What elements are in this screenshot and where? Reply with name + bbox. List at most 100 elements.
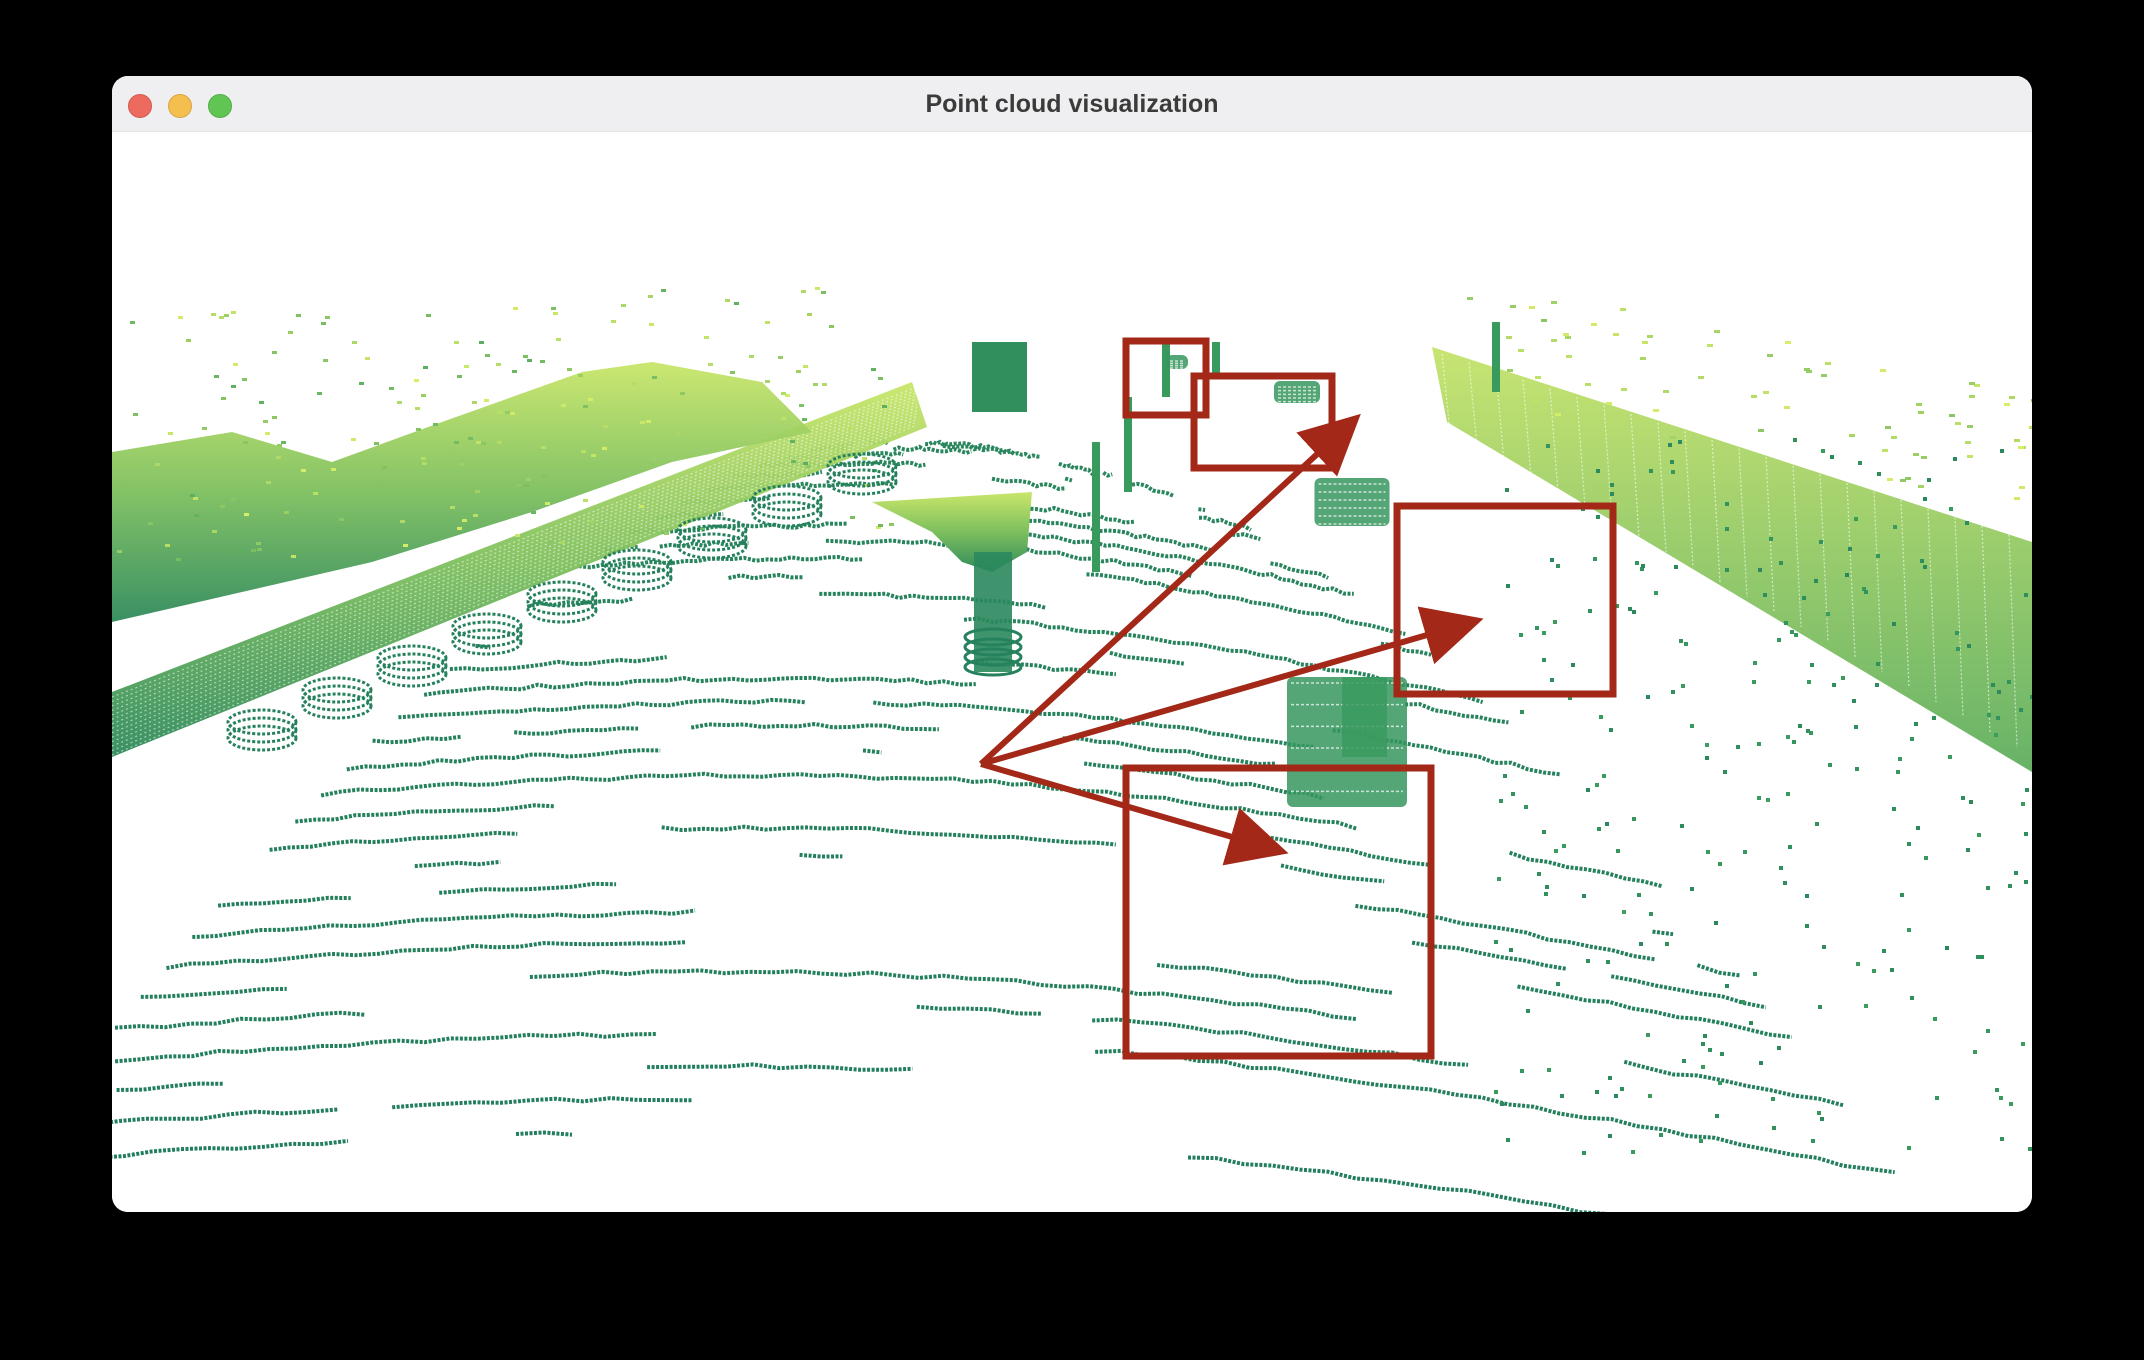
sparse-point bbox=[1725, 568, 1729, 572]
wall-scan-line bbox=[112, 424, 918, 756]
foliage-point bbox=[457, 375, 462, 378]
sparse-point bbox=[1794, 633, 1798, 637]
sparse-point bbox=[1817, 1111, 1821, 1115]
sparse-point bbox=[1542, 830, 1546, 834]
sparse-point bbox=[1766, 798, 1770, 802]
sparse-point bbox=[1832, 683, 1836, 687]
foliage-point bbox=[231, 385, 236, 388]
sparse-point bbox=[1494, 940, 1498, 944]
sparse-point bbox=[1845, 573, 1849, 577]
foliage-point bbox=[176, 558, 181, 561]
sparse-point bbox=[1779, 866, 1783, 870]
sparse-point bbox=[2007, 680, 2011, 684]
foliage-point bbox=[256, 542, 261, 545]
foliage-point bbox=[801, 290, 806, 293]
foliage-point bbox=[415, 407, 420, 410]
sparse-point bbox=[1798, 724, 1802, 728]
sparse-point bbox=[2024, 880, 2028, 884]
sparse-point bbox=[1701, 1065, 1705, 1069]
sparse-point bbox=[1690, 887, 1694, 891]
title-bar[interactable]: Point cloud visualization bbox=[112, 76, 2032, 132]
minimize-button[interactable] bbox=[168, 94, 192, 118]
sparse-point bbox=[1892, 807, 1896, 811]
foliage-point bbox=[481, 442, 486, 445]
foliage-point bbox=[148, 522, 153, 525]
parked-car-ring bbox=[226, 724, 298, 752]
wall-scan-line bbox=[112, 389, 918, 703]
foliage-point bbox=[878, 377, 883, 380]
sparse-point bbox=[1830, 455, 1834, 459]
highlight-box-near bbox=[1122, 764, 1435, 1060]
sparse-point bbox=[1777, 1046, 1781, 1050]
foliage-point bbox=[850, 516, 855, 519]
sparse-point bbox=[1743, 850, 1747, 854]
foliage-point bbox=[1955, 422, 1961, 425]
sparse-point bbox=[1646, 1033, 1650, 1037]
wall-scan-line bbox=[112, 386, 918, 698]
sparse-point bbox=[1671, 470, 1675, 474]
foliage-point bbox=[632, 382, 637, 385]
sparse-point bbox=[1690, 724, 1694, 728]
sparse-point bbox=[2000, 449, 2004, 453]
foliage-point bbox=[630, 544, 635, 547]
foliage-point bbox=[561, 404, 566, 407]
foliage-point bbox=[485, 354, 490, 357]
pole bbox=[1492, 322, 1500, 392]
foliage-point bbox=[1821, 374, 1827, 377]
parked-car-ring bbox=[676, 532, 748, 560]
sparse-point bbox=[1535, 626, 1539, 630]
sparse-point bbox=[1900, 893, 1904, 897]
sparse-point bbox=[1699, 1139, 1703, 1143]
foliage-point bbox=[648, 295, 653, 298]
foliage-point bbox=[351, 438, 356, 441]
foliage-point bbox=[1784, 406, 1790, 409]
foliage-point bbox=[1551, 301, 1557, 304]
sparse-point bbox=[1547, 1068, 1551, 1072]
sparse-point bbox=[1586, 959, 1590, 963]
foliage-point bbox=[1849, 434, 1855, 437]
point-cloud-canvas[interactable] bbox=[112, 132, 2032, 1212]
sparse-point bbox=[1821, 449, 1825, 453]
wall-scan-line bbox=[1846, 482, 1856, 658]
sparse-point bbox=[1503, 774, 1507, 778]
sparse-point bbox=[1999, 1096, 2003, 1100]
arrow-to-near-object bbox=[980, 761, 1289, 866]
sparse-point bbox=[1499, 799, 1503, 803]
foliage-point bbox=[1647, 335, 1653, 338]
foliage-point bbox=[220, 505, 225, 508]
foliage-point bbox=[545, 502, 550, 505]
zoom-button[interactable] bbox=[208, 94, 232, 118]
sparse-point bbox=[1610, 483, 1614, 487]
sparse-point bbox=[1986, 1029, 1990, 1033]
foliage-point bbox=[510, 412, 515, 415]
highlight-box-mid bbox=[1393, 502, 1617, 698]
sparse-point bbox=[1907, 1146, 1911, 1150]
car-body bbox=[1314, 478, 1390, 526]
sparse-point bbox=[1641, 564, 1645, 568]
sparse-point bbox=[1910, 996, 1914, 1000]
sparse-point bbox=[2021, 1042, 2025, 1046]
close-button[interactable] bbox=[128, 94, 152, 118]
sparse-point bbox=[1639, 942, 1643, 946]
sparse-point bbox=[1537, 872, 1541, 876]
foliage-point bbox=[1758, 429, 1764, 432]
app-window: Point cloud visualization bbox=[112, 76, 2032, 1212]
parked-car-ring bbox=[526, 580, 598, 608]
sparse-point bbox=[1848, 547, 1852, 551]
sparse-point bbox=[2024, 593, 2028, 597]
foliage-point bbox=[1663, 390, 1669, 393]
foliage-point bbox=[523, 355, 528, 358]
ground-ring bbox=[868, 438, 1097, 476]
ground-ring bbox=[604, 538, 1192, 578]
sparse-point bbox=[1649, 912, 1653, 916]
ground-ring bbox=[116, 1062, 913, 1092]
sparse-point bbox=[1545, 885, 1549, 889]
sparse-point bbox=[1910, 737, 1914, 741]
foliage-point bbox=[1825, 362, 1831, 365]
foliage-point bbox=[799, 404, 804, 407]
foliage-point bbox=[1806, 370, 1812, 373]
wall-scan-line bbox=[1684, 431, 1694, 568]
parked-car-ring bbox=[376, 652, 448, 680]
point-cloud-viewport[interactable] bbox=[112, 132, 2032, 1212]
left-wall bbox=[112, 382, 927, 757]
